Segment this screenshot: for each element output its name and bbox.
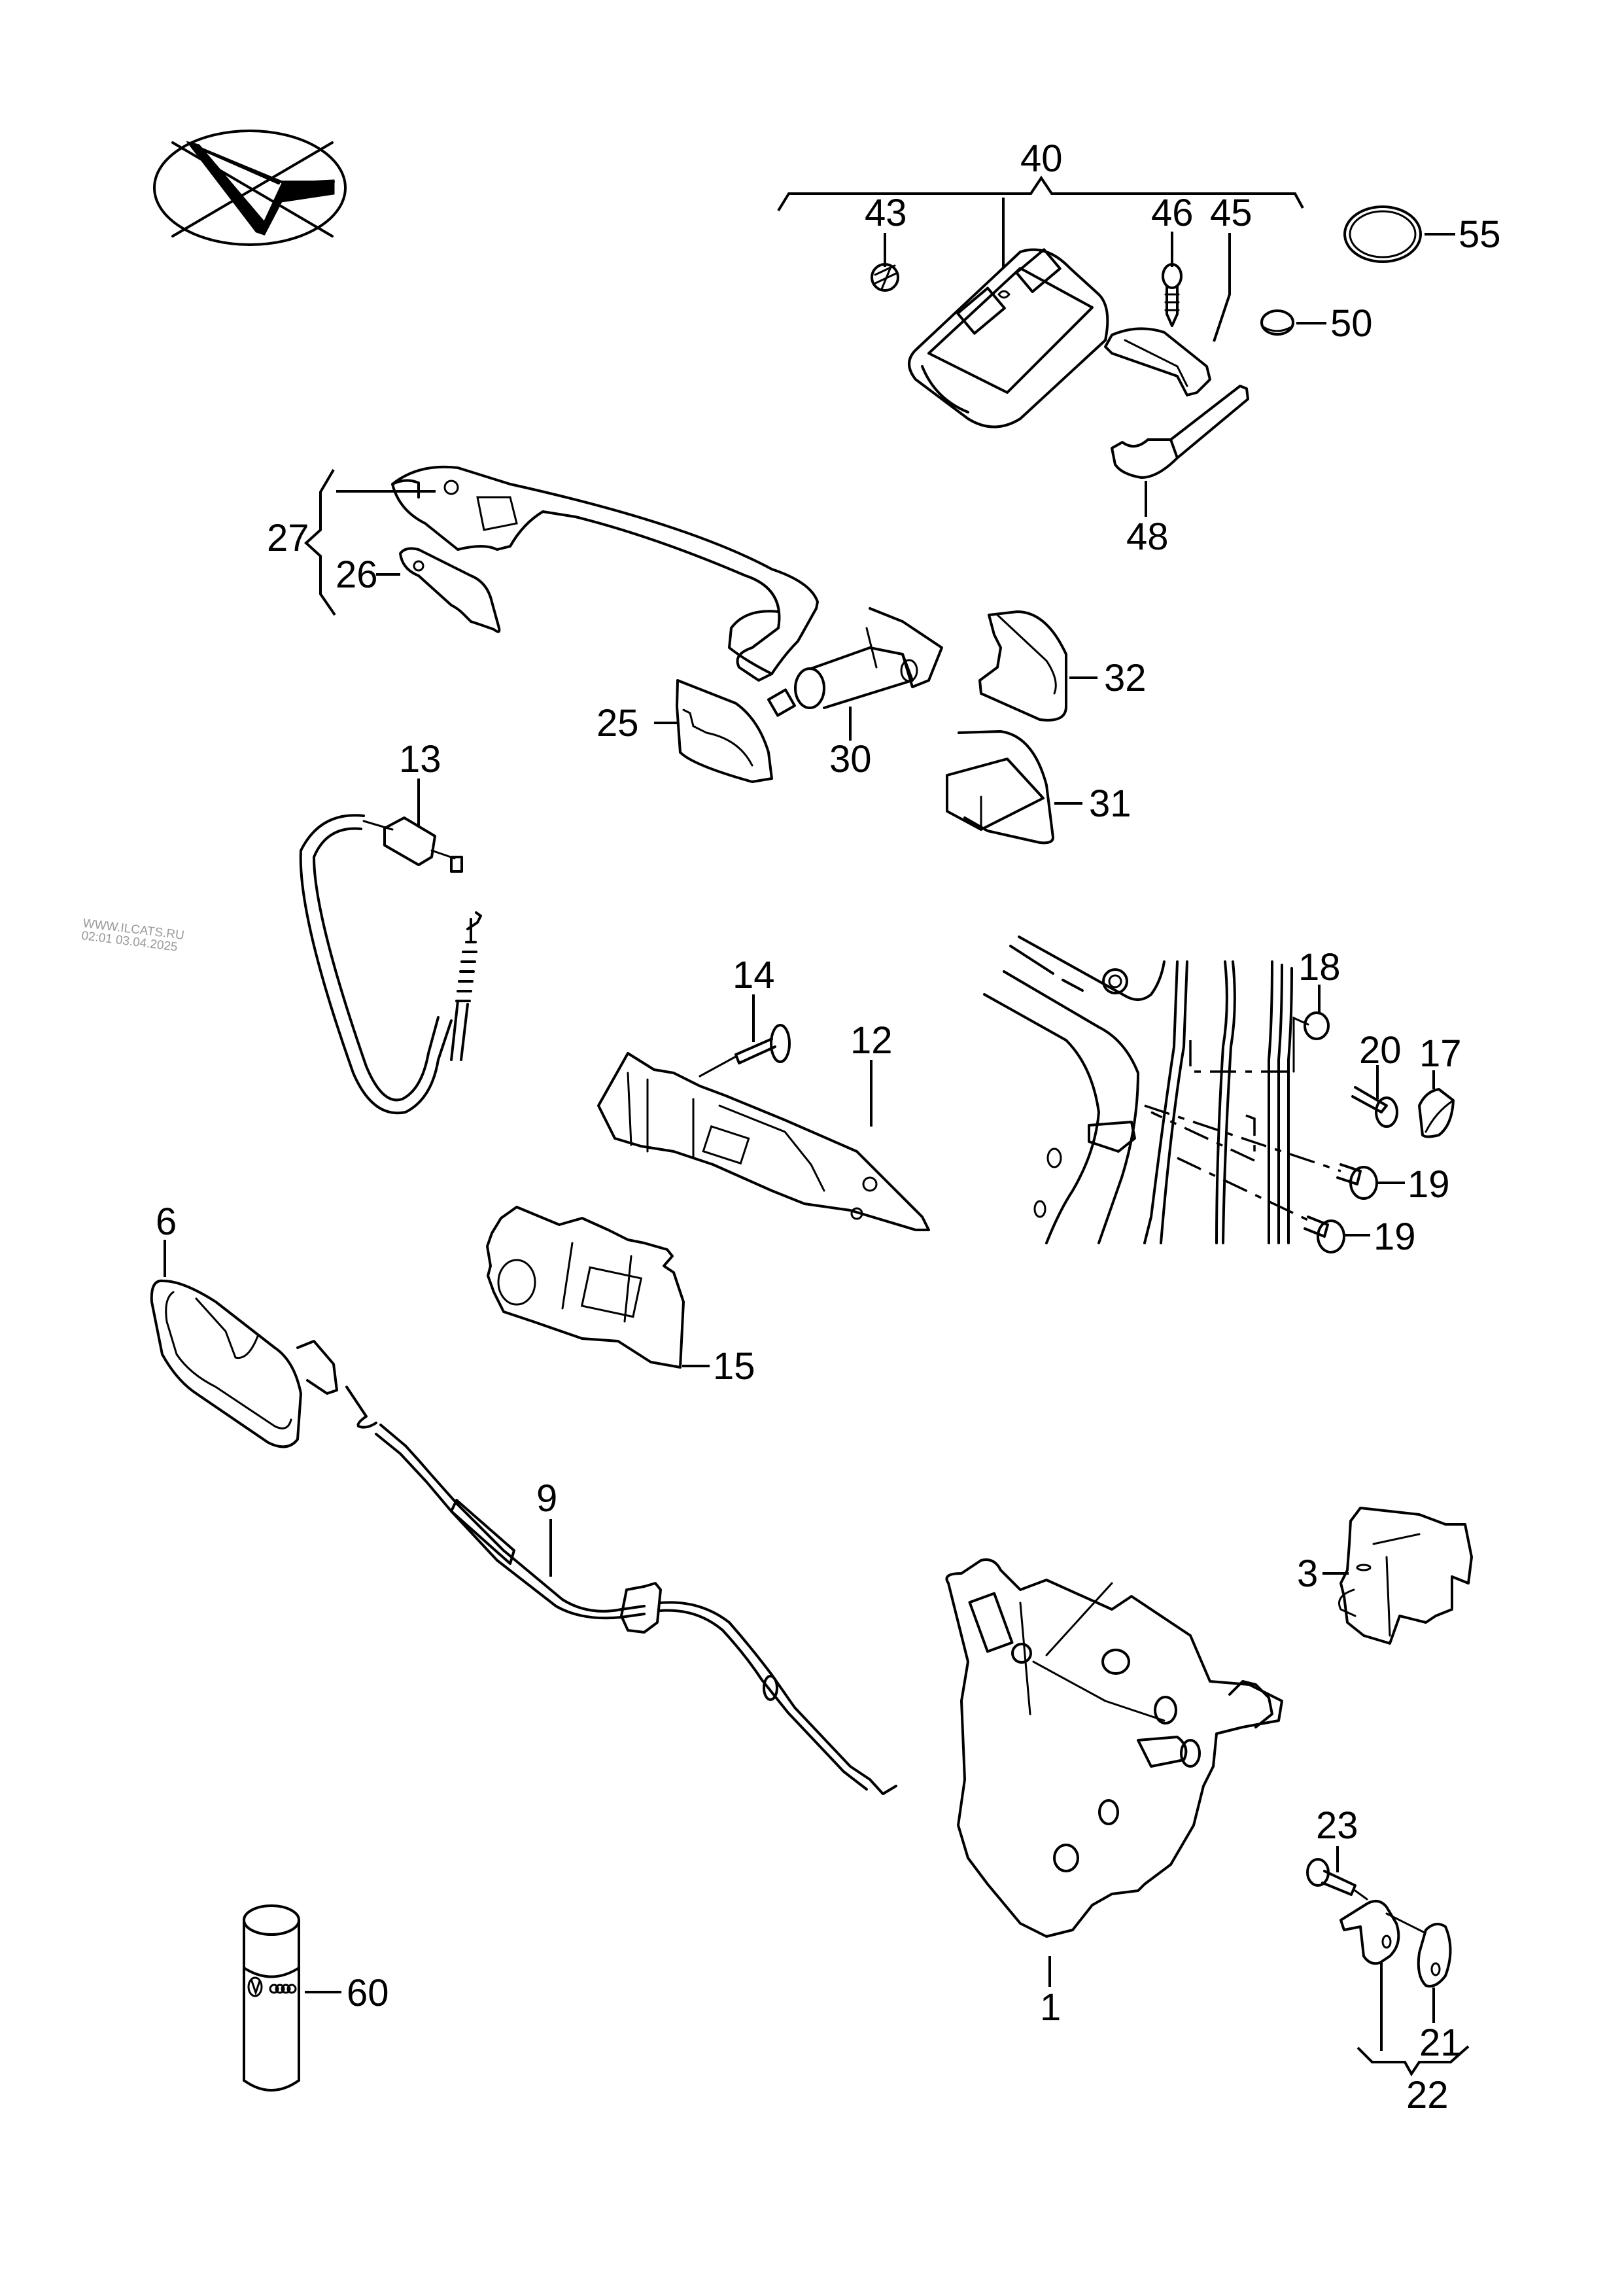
audi-rings-logo-icon bbox=[269, 1984, 297, 1994]
callout-25: 25 bbox=[596, 702, 639, 745]
callout-43: 43 bbox=[865, 192, 907, 234]
callout-23: 23 bbox=[1316, 1804, 1358, 1847]
part-55-seal-ring bbox=[1343, 205, 1455, 263]
part-25-handle-gasket bbox=[654, 679, 773, 783]
part-18-plug bbox=[1189, 985, 1330, 1073]
part-32-end-cap bbox=[978, 610, 1097, 722]
part-45-key-cover bbox=[1104, 233, 1231, 396]
callout-26: 26 bbox=[336, 553, 378, 596]
part-60-lubricant-spray-can bbox=[243, 1904, 341, 2092]
vw-logo-icon bbox=[247, 1976, 263, 1997]
callout-18: 18 bbox=[1298, 946, 1341, 989]
callout-50: 50 bbox=[1330, 302, 1373, 345]
callout-13: 13 bbox=[399, 738, 441, 780]
door-panel-section bbox=[983, 936, 1293, 1244]
part-14-bolt bbox=[699, 994, 791, 1077]
part-48-emergency-key bbox=[1111, 385, 1249, 517]
callout-9: 9 bbox=[536, 1477, 557, 1520]
part-26-handle-gasket bbox=[376, 547, 501, 633]
part-13-release-cable bbox=[299, 779, 482, 1115]
part-15-handle-seal bbox=[486, 1206, 710, 1369]
part-12-handle-carrier bbox=[597, 1052, 930, 1231]
callout-45: 45 bbox=[1210, 192, 1253, 234]
callout-22: 22 bbox=[1406, 2074, 1449, 2116]
part-46-screw bbox=[1162, 232, 1183, 327]
callout-55: 55 bbox=[1459, 213, 1501, 256]
part-40-remote-key-fob bbox=[908, 248, 1109, 429]
callout-27: 27 bbox=[267, 517, 309, 559]
callout-30: 30 bbox=[829, 738, 872, 780]
callout-46: 46 bbox=[1151, 192, 1194, 234]
callout-21: 21 bbox=[1419, 2022, 1462, 2064]
callout-60: 60 bbox=[347, 1972, 389, 2014]
callout-12: 12 bbox=[850, 1019, 893, 1062]
part-20-striker-bolt bbox=[1150, 1065, 1398, 1163]
part-17-cap bbox=[1418, 1070, 1455, 1138]
callout-15: 15 bbox=[713, 1345, 755, 1388]
part-3-lock-cover bbox=[1322, 1507, 1473, 1645]
callout-17: 17 bbox=[1419, 1032, 1462, 1075]
callout-48: 48 bbox=[1126, 516, 1169, 558]
callout-32: 32 bbox=[1104, 657, 1147, 699]
orientation-emblem-icon bbox=[153, 130, 347, 246]
part-30-lock-cylinder bbox=[767, 607, 943, 741]
part-27-outer-door-handle bbox=[391, 465, 819, 682]
callout-20: 20 bbox=[1359, 1029, 1402, 1072]
callout-3: 3 bbox=[1297, 1552, 1318, 1595]
part-19-screw-lower bbox=[1177, 1157, 1370, 1253]
callout-14: 14 bbox=[733, 954, 775, 996]
callout-19-upper: 19 bbox=[1408, 1163, 1450, 1206]
part-31-end-cap bbox=[946, 730, 1082, 845]
callout-31: 31 bbox=[1089, 782, 1132, 825]
part-9-door-lock-cable bbox=[345, 1386, 897, 1795]
callout-1: 1 bbox=[1040, 1986, 1061, 2029]
part-22-striker-plate-set bbox=[1339, 1900, 1470, 2076]
part-19-screw-upper bbox=[1144, 1104, 1405, 1200]
part-6-inner-door-handle bbox=[150, 1240, 338, 1448]
key-set-bracket bbox=[777, 175, 1304, 268]
callout-6: 6 bbox=[156, 1200, 177, 1243]
part-1-door-lock bbox=[945, 1558, 1283, 1987]
callout-19-lower: 19 bbox=[1373, 1216, 1416, 1258]
part-43-emblem-badge bbox=[871, 233, 899, 292]
part-23-screw bbox=[1306, 1846, 1368, 1901]
callout-40: 40 bbox=[1020, 137, 1063, 180]
part-50-battery bbox=[1260, 309, 1326, 336]
